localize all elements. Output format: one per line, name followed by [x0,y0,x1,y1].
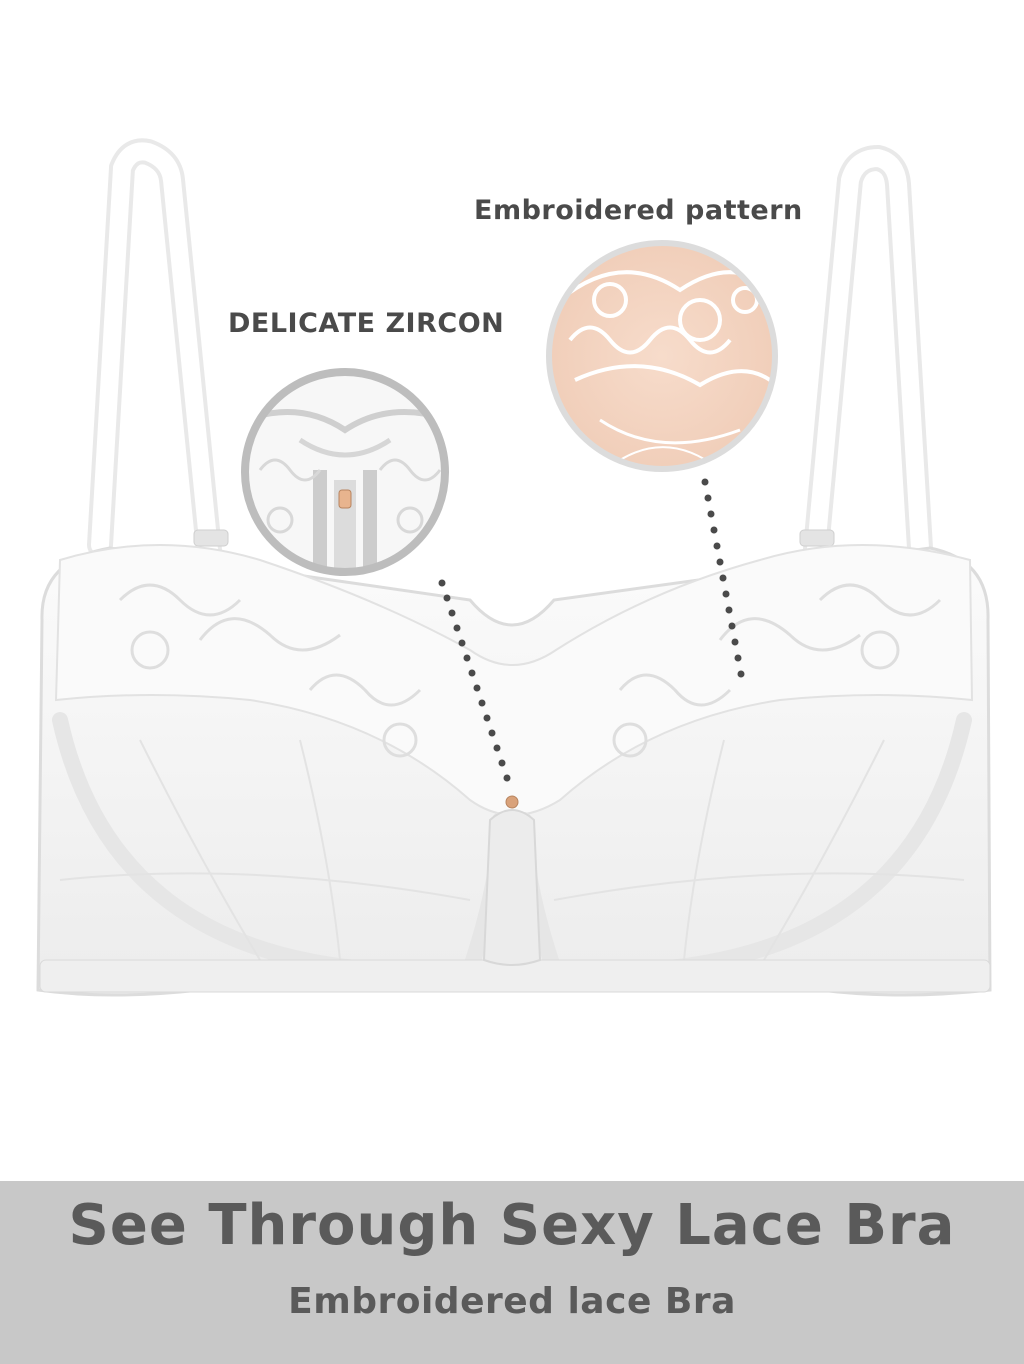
pattern-callout-label: Embroidered pattern [474,195,803,226]
pattern-zoom-circle [546,240,778,472]
zircon-callout-label: DELICATE ZIRCON [228,308,505,339]
zircon-zoom-circle [241,368,449,576]
pattern-leader-line [701,478,745,678]
title-banner: See Through Sexy Lace Bra Embroidered la… [0,1181,1024,1364]
right-strap [799,144,933,573]
banner-subtitle: Embroidered lace Bra [288,1281,736,1322]
banner-title: See Through Sexy Lace Bra [68,1193,956,1258]
zircon-leader-line [438,579,511,782]
bra-body [36,544,992,997]
bra-illustration [36,138,992,997]
left-strap [87,138,229,573]
